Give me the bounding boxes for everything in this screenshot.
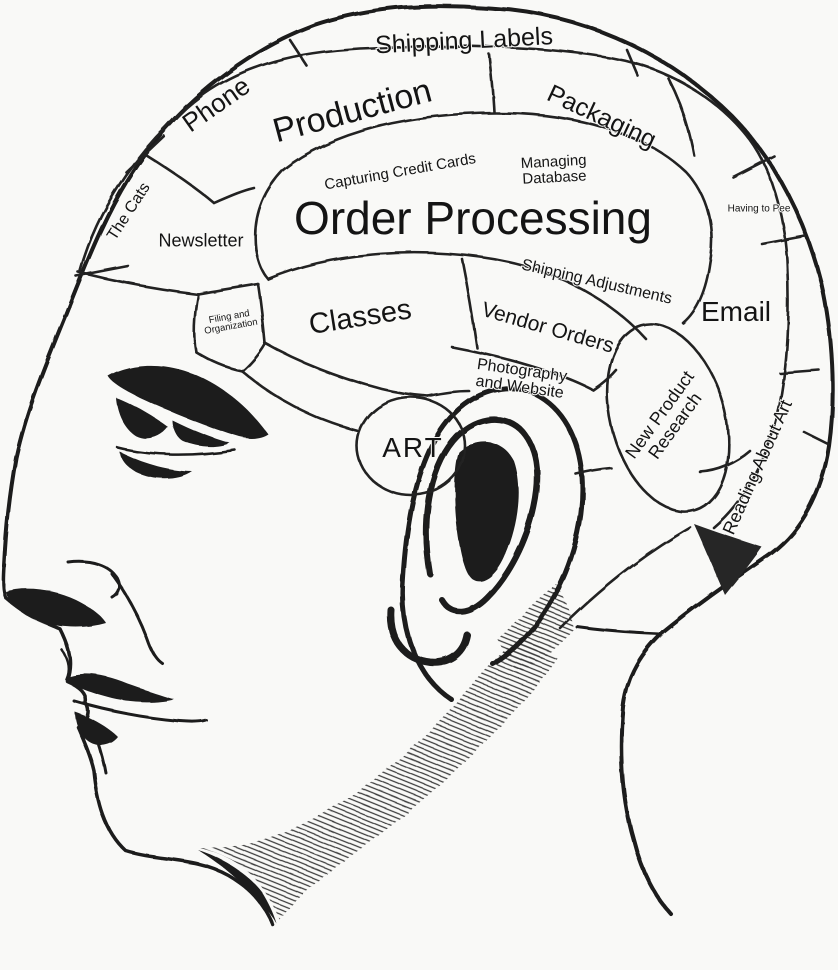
head-drawing xyxy=(1,4,835,927)
newsletter-top-boundary xyxy=(144,153,256,205)
divider-shippinglabels-right xyxy=(625,48,640,78)
region-label-shipping-adjustments: Shipping Adjustments xyxy=(520,256,674,307)
nasolabial-line xyxy=(110,572,164,665)
divider-above-havingtopee xyxy=(731,154,776,179)
philtrum-line xyxy=(60,648,70,681)
hair-shadow-triangle xyxy=(694,524,762,595)
classes-bottom-boundary xyxy=(263,341,430,398)
ear-lobe-curl xyxy=(387,606,471,666)
order-processing-boundary xyxy=(253,111,714,325)
region-label-newsletter: Newsletter xyxy=(158,230,243,250)
eye-outer-corner xyxy=(172,420,230,447)
region-label-photography-and-website: Photographyand Website xyxy=(474,356,569,402)
region-label-classes: Classes xyxy=(307,293,414,341)
region-label-email: Email xyxy=(701,296,771,327)
lower-lip xyxy=(75,712,118,746)
email-bottom-arc xyxy=(698,449,752,474)
brain-region-boundaries xyxy=(74,38,830,630)
region-label-vendor-orders: Vendor Orders xyxy=(479,298,617,358)
under-eye-shadow xyxy=(120,452,192,479)
region-label-capturing-credit-cards: Capturing Credit Cards xyxy=(323,150,477,193)
eye xyxy=(116,398,168,439)
region-label-managing-database: ManagingDatabase xyxy=(520,152,588,188)
filing-left-boundary xyxy=(192,292,200,354)
region-label-production: Production xyxy=(269,71,436,150)
nose-wing-line xyxy=(66,559,121,599)
photography-left-link xyxy=(426,389,471,398)
vendororders-bottom-arc xyxy=(450,345,618,392)
divider-cats-phone xyxy=(124,134,166,174)
region-label-new-product-research: New ProductResearch xyxy=(621,367,713,473)
mouth-line xyxy=(72,699,208,724)
chin-crease xyxy=(92,728,108,775)
classes-left-boundary xyxy=(256,282,267,345)
art-circle xyxy=(355,395,467,497)
under-ear-hatching xyxy=(498,584,574,674)
divider-below-readingaboutart xyxy=(802,430,830,446)
filing-right-boundary xyxy=(240,341,267,373)
new-product-research-ellipse xyxy=(605,323,731,513)
region-label-shipping-labels: Shipping Labels xyxy=(374,22,553,59)
divider-phone-shippinglabels xyxy=(288,38,309,68)
rim-inner-arc xyxy=(78,44,790,530)
region-label-having-to-pee: Having to Pee xyxy=(728,204,791,215)
behind-ear-boundary xyxy=(558,525,692,630)
ear-outer xyxy=(399,385,585,703)
region-label-reading-about-art: Reading About Art xyxy=(719,397,796,538)
divider-ear-npr xyxy=(574,466,613,476)
filing-bottom-boundary xyxy=(194,350,244,373)
eyebrow xyxy=(108,365,268,439)
jaw-hatching xyxy=(200,636,558,920)
nostril xyxy=(6,589,106,627)
filing-top-boundary xyxy=(196,282,260,296)
divider-packaging-email xyxy=(666,76,696,157)
nape-hairline xyxy=(575,625,662,636)
newsletter-bottom-boundary xyxy=(76,270,200,296)
divider-classes-vendororders xyxy=(460,257,479,350)
lower-eyelid-line xyxy=(116,446,237,456)
order-processing-bottom-arc xyxy=(254,248,648,341)
ear-center-shadow xyxy=(454,441,519,582)
region-label-art: ART xyxy=(382,432,444,463)
ear-inner xyxy=(423,416,541,615)
region-label-order-processing: Order Processing xyxy=(294,192,652,244)
temple-boundary xyxy=(240,369,360,433)
divider-below-havingtopee xyxy=(760,234,807,246)
divider-above-readingaboutart xyxy=(778,368,821,375)
upper-lip xyxy=(66,674,174,702)
divider-production-packaging xyxy=(487,52,496,114)
region-label-filing-and-organization: Filing andOrganization xyxy=(202,307,259,337)
